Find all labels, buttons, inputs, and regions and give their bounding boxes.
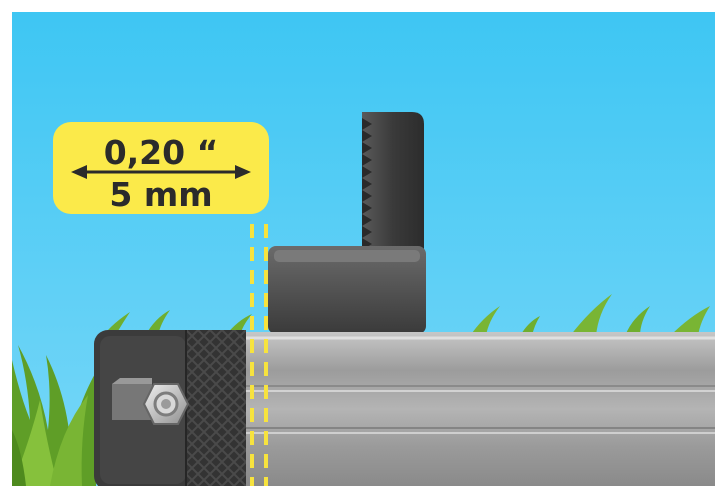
- measurement-inches: 0,20 “: [103, 133, 219, 172]
- guide-lines: [250, 224, 268, 486]
- dimension-label: 0,20 “ 5 mm: [53, 122, 269, 214]
- rail: [232, 332, 715, 486]
- hex-nut-icon: [142, 383, 190, 425]
- measurement-millimeters: 5 mm: [109, 175, 213, 214]
- mounting-bracket: [268, 112, 426, 334]
- double-headed-arrow-icon: [71, 165, 251, 179]
